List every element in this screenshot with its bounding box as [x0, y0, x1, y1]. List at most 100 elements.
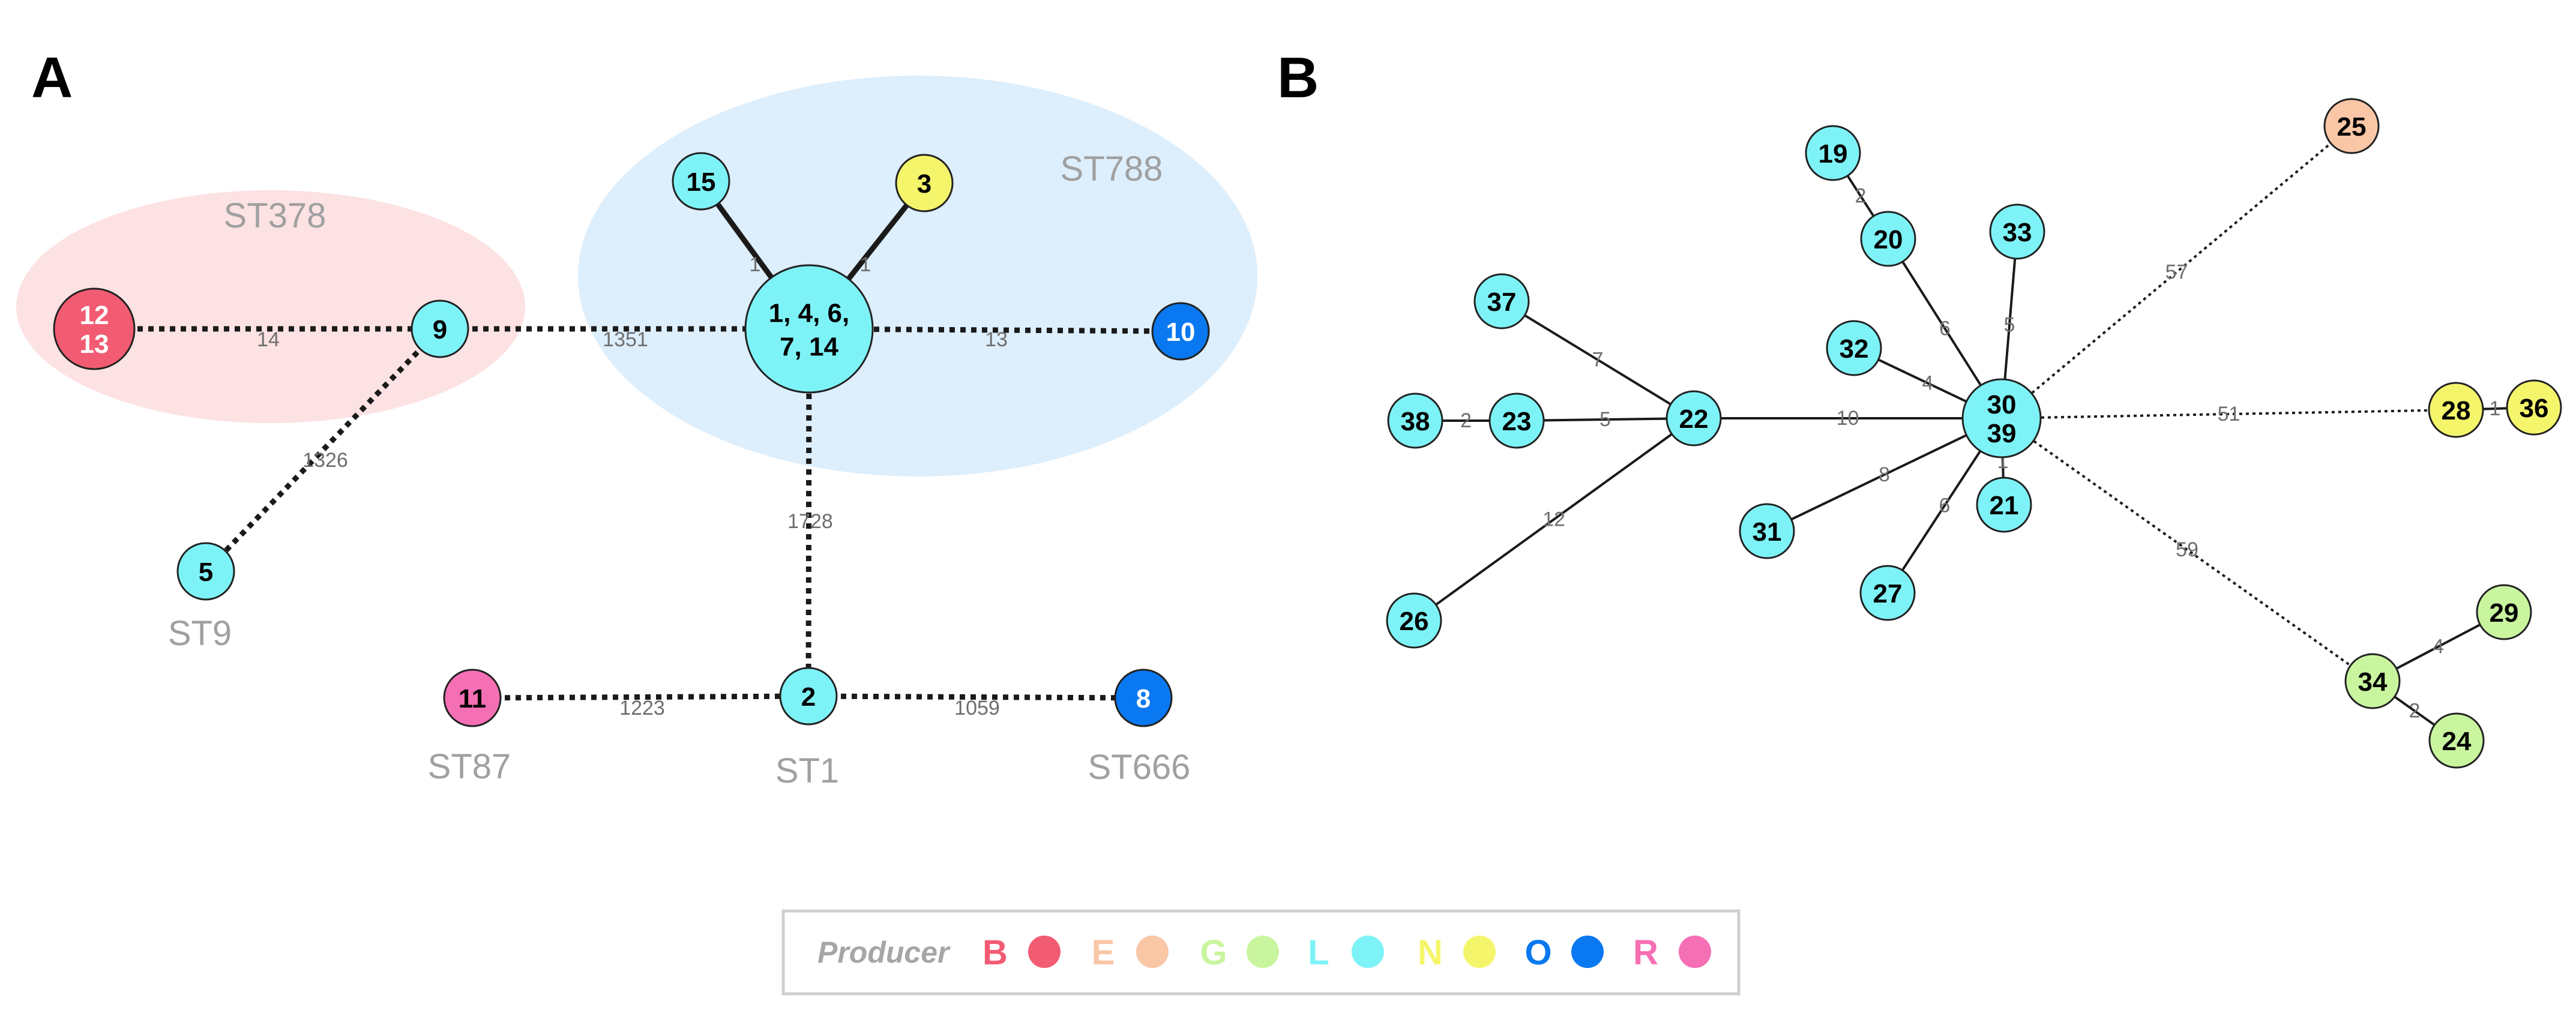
st-label-st788: ST788 — [1061, 149, 1163, 188]
b-node-n34: 34 — [2344, 653, 2401, 709]
b-node-n23: 23 — [1488, 392, 1545, 449]
b-node-n20: 20 — [1860, 211, 1916, 267]
b-node-circle-n33 — [1989, 203, 2045, 260]
b-node-circle-n21 — [1976, 476, 2032, 533]
a-node-circle-n8 — [1114, 669, 1173, 727]
b-node-n36: 36 — [2506, 379, 2562, 436]
a-node-label-nbig: 7, 14 — [780, 332, 838, 362]
st-label-st87: ST87 — [428, 747, 511, 786]
a-node-circle-n1214 — [53, 287, 136, 370]
b-node-circle-n37 — [1473, 273, 1530, 329]
a-node-nbig: 1, 4, 6, 7, 14 — [744, 264, 874, 394]
a-node-label-n9: 9 — [433, 315, 447, 344]
b-node-circle-n26 — [1386, 592, 1442, 649]
b-node-label-n25: 25 — [2337, 112, 2367, 142]
b-node-label-n3039: 30 — [1987, 390, 2017, 419]
a-node-label-n2: 2 — [801, 682, 816, 712]
b-edge-n31-n3039 — [1766, 417, 2002, 532]
b-edge-n26-n22 — [1413, 417, 1695, 622]
a-node-circle-nbig — [744, 264, 874, 394]
b-edge-label-n28-n36: 1 — [2490, 397, 2501, 420]
b-node-label-n29: 29 — [2490, 598, 2519, 628]
b-node-n37: 37 — [1473, 273, 1530, 329]
b-node-label-n20: 20 — [1874, 225, 1903, 254]
b-edge-n3039-n28 — [2001, 409, 2457, 419]
b-node-n29: 29 — [2476, 584, 2532, 640]
group-hull-st788 — [578, 76, 1257, 476]
a-node-label-n10: 10 — [1166, 317, 1196, 347]
b-node-label-n38: 38 — [1401, 407, 1430, 436]
a-edge-label-n1214-n9: 14 — [257, 328, 280, 351]
b-edge-n23-n22 — [1516, 417, 1694, 422]
b-node-n27: 27 — [1859, 565, 1916, 621]
b-node-circle-n22 — [1666, 390, 1722, 446]
a-node-label-n1214: 12 — [80, 301, 109, 330]
legend-swatch-r — [1679, 936, 1711, 968]
a-edge-label-n11-n2: 1223 — [619, 697, 665, 720]
b-node-label-n24: 24 — [2442, 727, 2472, 756]
panel-a-group-hulls — [16, 76, 1257, 476]
a-node-circle-n5 — [176, 542, 235, 601]
b-node-label-n31: 31 — [1753, 517, 1782, 547]
b-node-label-n36: 36 — [2520, 394, 2549, 423]
b-node-circle-n29 — [2476, 584, 2532, 640]
panel-a-letter: A — [31, 46, 73, 110]
a-node-label-nbig: 1, 4, 6, — [769, 299, 850, 328]
b-node-n19: 19 — [1805, 125, 1861, 181]
b-node-circle-n36 — [2506, 379, 2562, 436]
b-node-n21: 21 — [1976, 476, 2032, 533]
a-node-n2: 2 — [779, 667, 838, 726]
b-node-label-n3039: 39 — [1987, 419, 2017, 448]
a-node-circle-n11 — [443, 669, 502, 727]
legend-title: Producer — [817, 936, 951, 969]
b-node-label-n21: 21 — [1990, 491, 2019, 520]
a-node-label-n8: 8 — [1136, 684, 1151, 714]
b-node-circle-n19 — [1805, 125, 1861, 181]
b-edge-n37-n22 — [1500, 300, 1695, 419]
a-node-n5: 5 — [176, 542, 235, 601]
legend-swatch-e — [1136, 936, 1169, 968]
a-edge-nbig-n2 — [805, 328, 812, 697]
legend-letter-e: E — [1092, 933, 1115, 972]
b-edge-label-n3039-n25: 57 — [2165, 261, 2188, 284]
b-node-circle-n20 — [1860, 211, 1916, 267]
a-node-label-n3: 3 — [917, 169, 931, 199]
a-node-circle-n2 — [779, 667, 838, 726]
legend-swatch-o — [1571, 936, 1604, 968]
b-node-n33: 33 — [1989, 203, 2045, 260]
a-node-circle-n15 — [672, 152, 730, 211]
b-edge-label-n34-n29: 4 — [2433, 636, 2444, 658]
st-label-st378: ST378 — [224, 196, 327, 235]
a-node-n8: 8 — [1114, 669, 1173, 727]
b-edge-n3039-n34 — [2000, 417, 2374, 682]
b-edge-label-n26-n22: 12 — [1542, 508, 1565, 531]
legend-letter-n: N — [1418, 933, 1443, 972]
b-node-n32: 32 — [1826, 320, 1882, 376]
b-node-label-n32: 32 — [1840, 334, 1869, 364]
a-edge-label-n3-nbig: 1 — [860, 253, 871, 276]
b-node-n38: 38 — [1387, 392, 1443, 449]
b-edge-label-n34-n24: 2 — [2409, 700, 2421, 723]
a-edge-label-n15-nbig: 1 — [750, 253, 761, 276]
a-node-n9: 9 — [411, 299, 469, 358]
b-node-label-n23: 23 — [1502, 407, 1532, 436]
a-node-n11: 11 — [443, 669, 502, 727]
b-edge-label-n3039-n28: 51 — [2218, 403, 2240, 425]
a-node-label-n1214: 13 — [80, 329, 109, 359]
b-node-n24: 24 — [2428, 712, 2485, 769]
group-hull-st378 — [16, 190, 525, 423]
a-edge-label-n9-nbig: 1351 — [603, 328, 648, 351]
a-edge-n2-n8 — [808, 693, 1144, 701]
b-node-label-n27: 27 — [1873, 579, 1903, 609]
b-node-circle-n34 — [2344, 653, 2401, 709]
legend-letter-o: O — [1524, 933, 1551, 972]
b-edge-label-n20-n3039: 6 — [1939, 317, 1951, 340]
panel-b-letter: B — [1277, 46, 1319, 110]
